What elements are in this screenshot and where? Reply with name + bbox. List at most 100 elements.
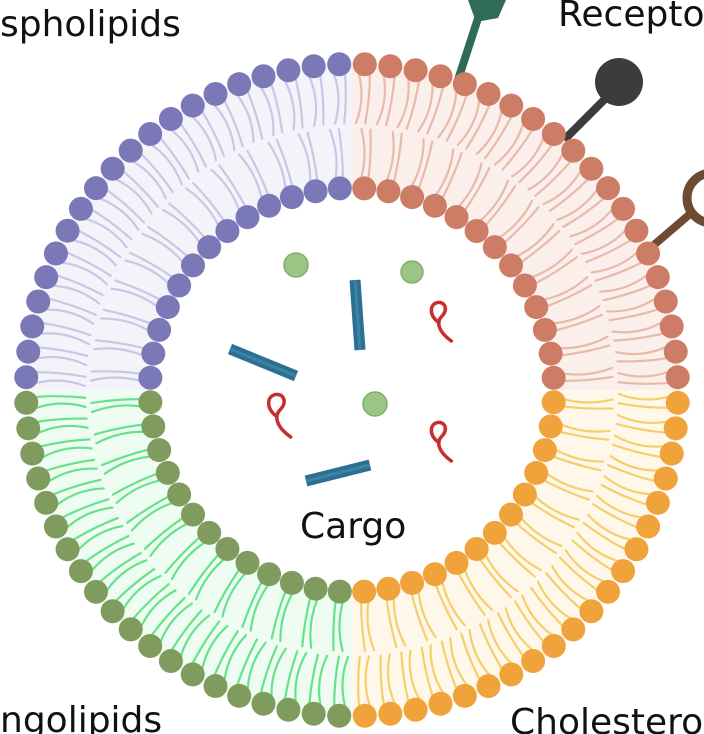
receptor-head [579,156,604,181]
sphingolipid-head [118,617,143,642]
sphingolipid-tail [164,536,201,574]
receptor-tail [585,239,632,264]
sphingolipid-tail [36,417,88,423]
phospholipid-tail [343,72,347,125]
receptor-tail [375,74,387,126]
phospholipid-tail [42,321,92,337]
sphingolipid-tail [341,655,350,708]
receptor-tail [483,115,513,160]
sphingolipid-tail [213,630,239,676]
phospholipid-head [34,265,59,290]
sphingolipid-head [167,482,192,507]
receptor-tail [530,248,574,279]
receptor-head [428,64,453,89]
sphingolipid-tail [249,583,270,632]
phospholipid-tail [94,339,146,350]
cholesterol-tail [441,580,466,627]
phospholipid-head [14,365,39,390]
phospholipid-head [257,193,282,218]
receptor-head [645,265,670,290]
phospholipid-tail [128,251,174,279]
phospholipid-head [235,205,260,230]
cargo-sphere [283,252,309,278]
sphingolipid-head [141,414,166,439]
cholesterol-tail [434,583,458,631]
phospholipid-tail [124,259,170,285]
receptor-tail [556,189,598,221]
phospholipid-head [138,121,163,146]
receptor-tail [478,179,510,222]
cholesterol-tail [357,655,361,708]
cholesterol-tail [478,623,503,670]
phospholipid-tail [77,229,122,259]
cargo-squiggle [429,300,454,343]
phospholipid-tail [191,115,218,162]
cholesterol-tail [386,653,396,705]
receptor-tail [417,83,434,133]
phospholipid-tail [236,94,255,143]
cholesterol-head [541,390,566,415]
cholesterol-tail [364,655,371,707]
phospholipid-tail [168,202,206,239]
sphingolipid-tail [126,495,170,524]
receptor-head [524,295,549,320]
sphingolipid-tail [85,534,130,563]
receptor-tail [417,140,434,190]
receptor-tail [515,223,555,258]
sphingolipid-tail [270,590,287,640]
cholesterol-tail [449,637,468,686]
receptor-tail [534,160,572,197]
phospholipid-head [180,93,205,118]
receptor-head [499,253,524,278]
cholesterol-tail [613,434,665,448]
phospholipid-head [138,365,163,390]
receptor-head [653,289,678,314]
receptor-tail [475,110,503,156]
sphingolipid-tail [115,568,156,602]
cargo-sphere [400,260,424,284]
sphingolipid-tail [191,620,221,665]
sphingolipid-head [257,562,282,587]
sphingolipid-tail [194,558,226,601]
phospholipid-tail [161,208,201,244]
sphingolipid-head [203,674,228,699]
phospholipid-tail [306,131,319,182]
sphingolipid-head [138,634,163,659]
phospholipid-tail [48,297,97,316]
receptor-tail [364,73,371,125]
phospholipid-tail [61,261,108,286]
receptor-tail [562,197,605,228]
sphingolipid-head [180,502,205,527]
receptor-tail [360,128,366,180]
cholesterol-tail [385,598,398,649]
cholesterol-head [524,460,549,485]
cholesterol-tail [379,654,385,706]
sphingolipid-tail [130,501,174,532]
receptor-head [376,179,401,204]
receptor-tail [484,185,517,227]
receptor-head [532,317,557,342]
sphingolipid-tail [332,600,337,652]
phospholipid-head [155,295,180,320]
receptor-tail [434,148,455,197]
sphingolipid-head [26,466,51,491]
sphingolipid-tail [66,506,114,529]
phospholipid-tail [192,181,226,222]
cholesterol-head [532,438,557,463]
receptor-tail [552,305,601,325]
receptor-tail [437,90,458,139]
cholesterol-head [428,691,453,716]
receptor-tail [562,375,614,382]
cholesterol-tail [558,556,598,591]
receptor-head [482,235,507,260]
cholesterol-head [561,617,586,642]
cholesterol-head [624,537,649,562]
sphingolipid-tail [72,516,119,541]
phospholipid-tail [56,274,104,297]
cholesterol-tail [457,572,486,616]
receptor-tail [594,261,643,282]
label-phospholipids: spholipids [0,4,181,45]
cargo-squiggle [266,392,293,439]
sphingolipid-tail [246,641,267,690]
